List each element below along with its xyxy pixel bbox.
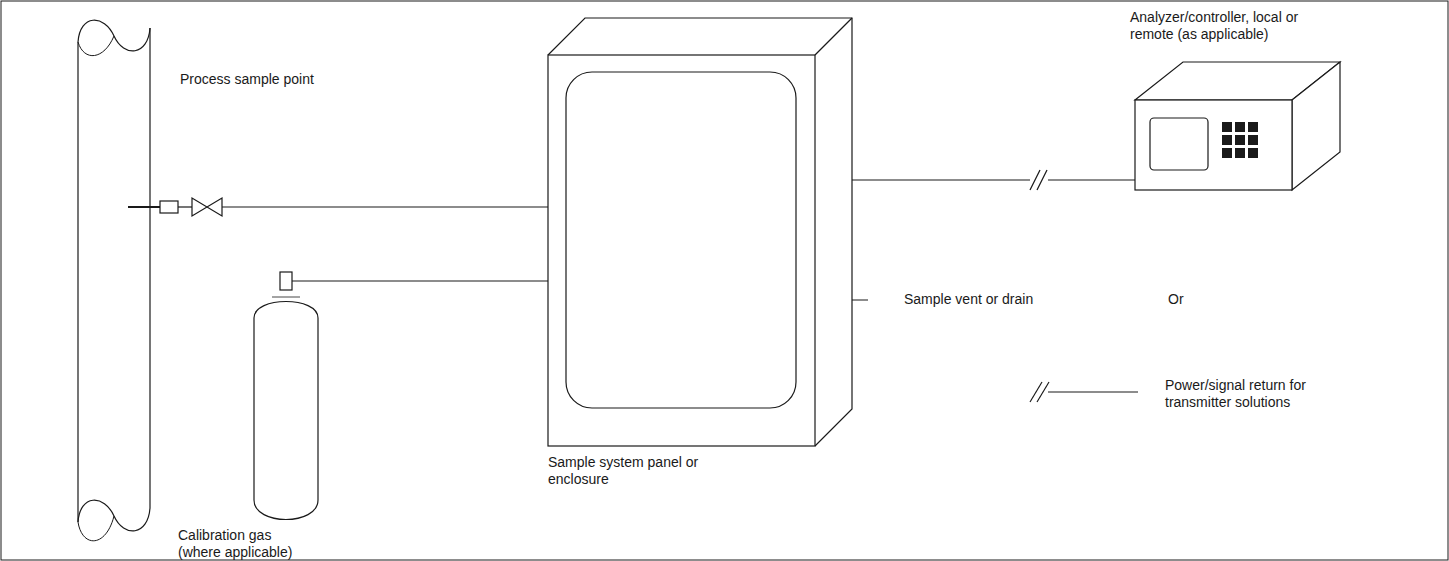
node-label: Calibration gas (where applicable) xyxy=(178,527,308,561)
connector-stroke xyxy=(1037,170,1047,190)
connector-stroke xyxy=(815,179,1135,180)
node-label: Analyzer/controller, local or remote (as… xyxy=(1130,9,1318,43)
sample-point-label: Process sample point xyxy=(180,71,314,88)
connector-stroke xyxy=(292,280,548,281)
sample-system-enclosure-outline xyxy=(548,18,854,493)
analyzer-controller: Analyzer/controller, local or remote (as… xyxy=(1128,5,1348,195)
node-label: Sample system panel or enclosure xyxy=(548,454,743,488)
legend-line-sample xyxy=(1030,382,1138,402)
connector-line xyxy=(815,170,1135,190)
sample-system-enclosure: Sample system panel or enclosure xyxy=(548,18,854,493)
process-sample-line xyxy=(178,206,192,207)
legend-text: Power/signal return for transmitter solu… xyxy=(1165,377,1330,411)
vent-label: Sample vent or drain xyxy=(904,291,1033,308)
process-pipe xyxy=(78,20,150,541)
isolation-valve xyxy=(192,198,222,216)
sample-probe xyxy=(128,201,178,213)
signal-break xyxy=(1030,178,1048,182)
calibration-gas-cylinder-outline xyxy=(175,268,325,561)
process-sample-line xyxy=(222,206,548,207)
connector-line xyxy=(292,281,548,282)
calibration-gas-cylinder: Calibration gas (where applicable) xyxy=(175,268,325,561)
or-label: Or xyxy=(1168,291,1184,308)
